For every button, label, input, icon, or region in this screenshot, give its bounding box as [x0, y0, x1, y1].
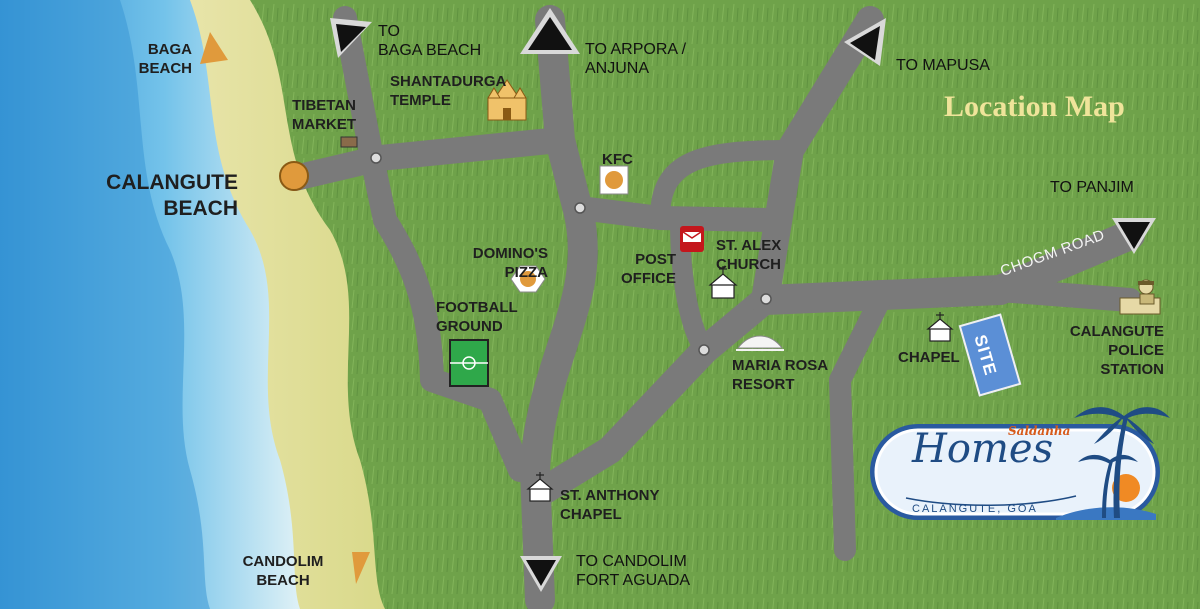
junction-dot: [698, 344, 710, 356]
shantadurga-temple-line1: SHANTADURGA: [390, 73, 507, 90]
direction-arpora-line1: TO ARPORA /: [585, 41, 687, 58]
tibetan-market-line2: MARKET: [291, 116, 356, 133]
direction-arrows: [330, 8, 1156, 592]
road-baga-football: [333, 6, 532, 482]
calangute-beach-line1: CALANGUTE: [106, 171, 238, 194]
map-title: Location Map: [944, 90, 1125, 123]
st-alex-church-label: ST. ALEX CHURCH: [716, 236, 781, 274]
kfc-label: KFC: [602, 151, 633, 168]
st-alex-church-icon: [708, 266, 738, 299]
road-main-north-south: [520, 5, 598, 609]
saldanha-homes-logo: Saldanha Homes CALANGUTE, GOA: [866, 400, 1172, 525]
calangute-beach-line2: BEACH: [163, 197, 238, 220]
junction-dot: [370, 152, 382, 164]
logo-location: CALANGUTE, GOA: [912, 503, 1038, 515]
arrow-arpora-icon: [520, 8, 580, 54]
st-alex-church-line1: ST. ALEX: [716, 237, 782, 254]
dominos-pizza-line2: PIZZA: [504, 264, 548, 281]
maria-rosa-resort-line1: MARIA ROSA: [732, 357, 829, 374]
police-station-label: CALANGUTE POLICE STATION: [1046, 322, 1164, 379]
football-ground-label: FOOTBALL GROUND: [436, 298, 518, 336]
candolim-beach-line2: BEACH: [256, 572, 310, 589]
direction-arpora-label: TO ARPORA / ANJUNA: [585, 40, 686, 78]
direction-baga-line2: BAGA BEACH: [378, 42, 482, 59]
st-alex-church-line2: CHURCH: [716, 256, 781, 273]
direction-mapusa-label: TO MAPUSA: [896, 57, 990, 74]
dominos-pizza-icon: [510, 265, 546, 293]
maria-rosa-resort-line2: RESORT: [732, 376, 795, 393]
direction-candolim-label: TO CANDOLIM FORT AGUADA: [576, 552, 690, 590]
arrow-mapusa-icon: [844, 18, 886, 66]
arrow-baga-icon: [330, 18, 372, 58]
st-anthony-chapel-icon: [526, 472, 554, 502]
tibetan-market-line1: TIBETAN: [292, 97, 356, 114]
palm-tree-icon: [1074, 407, 1170, 518]
kfc-icon: [599, 165, 629, 195]
arrow-candolim-icon: [520, 556, 562, 592]
candolim-beach-label: CANDOLIM BEACH: [228, 552, 338, 590]
logo-frame: [870, 407, 1170, 520]
junction-dot: [760, 293, 772, 305]
football-ground-line2: GROUND: [436, 318, 503, 335]
baga-beach-marker-icon: [200, 32, 228, 64]
baga-beach-label: BAGA BEACH: [130, 40, 192, 78]
post-office-line1: POST: [635, 251, 676, 268]
police-station-icon: [1119, 279, 1161, 315]
logo-name: Homes: [912, 426, 1054, 472]
shantadurga-temple-line2: TEMPLE: [390, 92, 451, 109]
direction-panjim-label: TO PANJIM: [1050, 179, 1134, 196]
baga-beach-line2: BEACH: [138, 60, 192, 77]
chapel-label: CHAPEL: [898, 349, 960, 366]
dominos-pizza-label: DOMINO'S PIZZA: [444, 244, 548, 282]
logo-brand: Saldanha: [1008, 424, 1071, 438]
maria-rosa-resort-label: MARIA ROSA RESORT: [732, 356, 828, 394]
candolim-beach-marker-icon: [352, 552, 370, 584]
calangute-beach-label: CALANGUTE BEACH: [70, 170, 238, 222]
direction-arpora-line2: ANJUNA: [585, 60, 650, 77]
road-mapusa: [531, 6, 884, 504]
road-police: [988, 278, 1142, 312]
sea-deep: [0, 0, 210, 609]
maria-rosa-resort-icon: [736, 335, 784, 351]
arrow-panjim-icon: [1112, 218, 1156, 254]
police-station-line3: STATION: [1100, 361, 1164, 378]
road-loop-north: [650, 140, 800, 228]
chapel-icon: [926, 312, 954, 342]
temple-icon: [487, 79, 527, 121]
shantadurga-temple-label: SHANTADURGA TEMPLE: [390, 72, 506, 110]
junction-dot: [574, 202, 586, 214]
football-ground-icon: [449, 339, 489, 387]
st-anthony-chapel-line2: CHAPEL: [560, 506, 622, 523]
dominos-pizza-line1: DOMINO'S: [472, 245, 548, 262]
post-office-label: POST OFFICE: [600, 250, 676, 288]
football-ground-line1: FOOTBALL: [436, 299, 518, 316]
candolim-beach-line1: CANDOLIM: [242, 553, 324, 570]
direction-baga-label: TO BAGA BEACH: [378, 22, 481, 60]
direction-candolim-line2: FORT AGUADA: [576, 572, 691, 589]
police-station-line1: CALANGUTE: [1069, 323, 1164, 340]
post-office-line2: OFFICE: [621, 270, 676, 287]
post-office-icon: [680, 226, 704, 252]
site-label: SITE: [970, 332, 1001, 379]
st-anthony-chapel-line1: ST. ANTHONY: [560, 487, 660, 504]
direction-baga-line1: TO: [378, 23, 400, 40]
direction-candolim-line1: TO CANDOLIM: [576, 553, 687, 570]
st-anthony-chapel-label: ST. ANTHONY CHAPEL: [560, 486, 659, 524]
road-south-branch: [829, 289, 891, 561]
tibetan-market-label: TIBETAN MARKET: [270, 96, 356, 134]
baga-beach-line1: BAGA: [147, 41, 192, 58]
calangute-beach-marker-icon: [279, 161, 309, 191]
police-station-line2: POLICE: [1108, 342, 1164, 359]
tibetan-market-icon: [340, 136, 358, 148]
